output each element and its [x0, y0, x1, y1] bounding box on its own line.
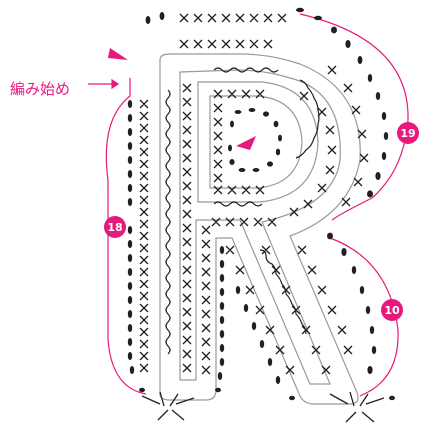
round-10-badge: 10	[381, 299, 403, 321]
start-label: 編み始め	[10, 80, 71, 98]
left-braid-band	[165, 89, 171, 355]
chain-stitches	[127, 7, 395, 401]
direction-arrow-bowl	[236, 136, 256, 150]
top-braid-band	[213, 67, 279, 73]
middle-sc-row	[211, 217, 277, 227]
leg-inner-sc-diagonal	[225, 245, 295, 375]
left-outer-sc-column	[139, 99, 149, 373]
letter-outer-outline	[159, 53, 361, 405]
crab-stitch-bands	[165, 67, 320, 355]
letter-r-outline	[159, 53, 361, 405]
round-10-path	[329, 237, 399, 397]
bowl-inner-outline	[209, 95, 303, 189]
round-19-path	[299, 13, 409, 221]
start-arrow-head	[111, 78, 120, 90]
leg-outer-sc-diagonal	[297, 245, 353, 355]
working-path-lines	[88, 13, 409, 397]
round-18-path	[105, 78, 147, 395]
bowl-left-sc-column	[213, 103, 223, 183]
bowl-right-sc-arc	[289, 91, 337, 217]
bowl-braid-band	[295, 79, 320, 159]
direction-markers	[108, 48, 256, 150]
outer-right-sc-arc	[327, 65, 369, 207]
middle-braid-band	[213, 201, 263, 207]
bowl-bottom-sc-row	[213, 185, 265, 195]
direction-arrow-top	[108, 48, 128, 60]
bowl-top-sc-row	[213, 89, 265, 99]
stem-inner-sc-column	[201, 225, 211, 375]
bowl-outer-outline	[197, 81, 319, 203]
letter-middle-outline	[179, 69, 341, 385]
top-sc-row	[179, 13, 287, 23]
bottom-left-fan	[141, 391, 195, 421]
left-inner-sc-column	[182, 83, 192, 373]
round-19-badge: 19	[397, 122, 419, 144]
second-sc-row	[179, 39, 273, 49]
round-18-badge: 18	[104, 216, 126, 238]
bottom-right-fan	[329, 391, 385, 423]
leg-braid-band	[259, 249, 307, 335]
single-crochet-stitches	[139, 13, 385, 423]
